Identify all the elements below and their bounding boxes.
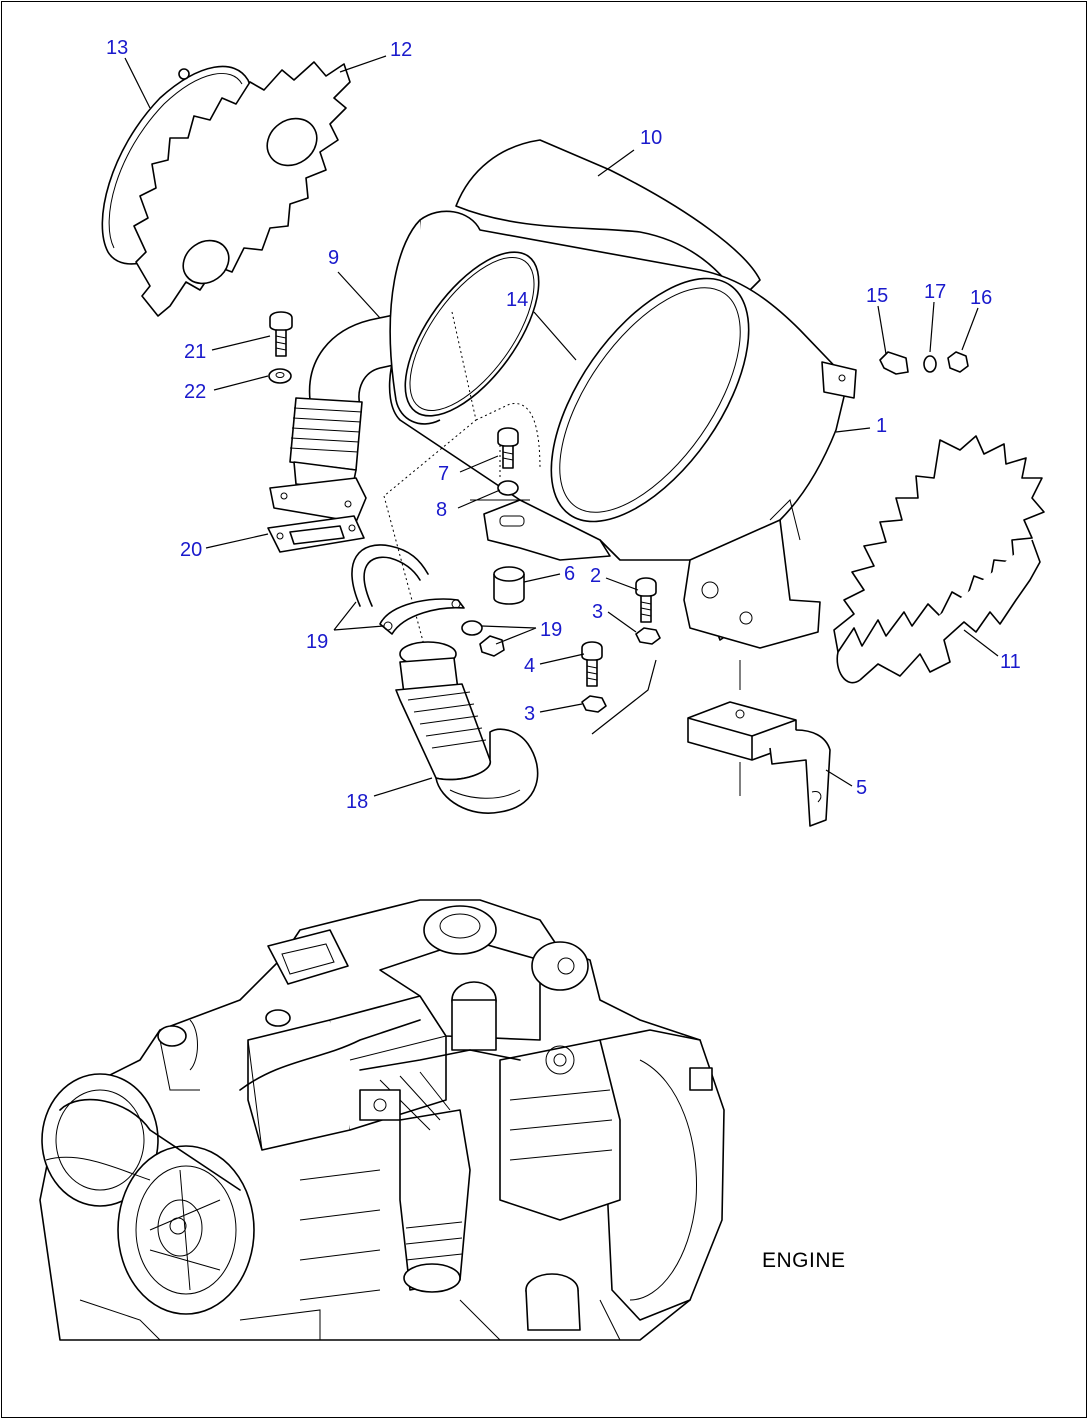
- label-part-6: 6: [564, 563, 575, 585]
- leader-9: [337, 271, 381, 319]
- assembly-dash-lines: [383, 311, 541, 661]
- leader-3b: [539, 703, 583, 713]
- leader-lines: [124, 55, 999, 797]
- label-part-19a: 19: [306, 631, 328, 653]
- leader-4: [539, 653, 585, 665]
- label-part-3a: 3: [592, 601, 603, 623]
- part-19-clamp: [379, 598, 465, 635]
- label-part-8: 8: [436, 499, 447, 521]
- label-part-16: 16: [970, 287, 992, 309]
- part-19-nuts: [461, 620, 505, 657]
- label-part-13: 13: [106, 37, 128, 59]
- part-4-bolt: [581, 641, 603, 687]
- part-22-washer: [268, 368, 292, 384]
- label-part-9: 9: [328, 247, 339, 269]
- leader-3a: [607, 611, 637, 633]
- label-part-1: 1: [876, 415, 887, 437]
- part-14-gasket: [404, 251, 540, 417]
- label-part-20: 20: [180, 539, 202, 561]
- leader-15: [877, 305, 887, 355]
- part-16-nut: [947, 351, 969, 373]
- part-19-u-bolt: [351, 544, 429, 607]
- leader-21: [211, 335, 271, 351]
- label-part-4: 4: [524, 655, 535, 677]
- leader-10: [597, 149, 635, 177]
- leader-2: [605, 577, 639, 591]
- part-8-washer: [497, 480, 519, 496]
- label-part-3b: 3: [524, 703, 535, 725]
- part-1-muffler-body: [388, 210, 857, 649]
- label-part-12: 12: [390, 39, 412, 61]
- label-part-21: 21: [184, 341, 206, 363]
- part-5-bracket: [687, 660, 831, 827]
- label-part-18: 18: [346, 791, 368, 813]
- part-7-bolt: [497, 427, 519, 469]
- label-part-19b: 19: [540, 619, 562, 641]
- leader-20: [205, 533, 269, 549]
- assembly-line-lower: [591, 659, 657, 735]
- leader-19a: [333, 601, 385, 631]
- label-part-15: 15: [866, 285, 888, 307]
- leader-16: [961, 307, 979, 351]
- part-3-nut-upper: [635, 627, 661, 645]
- part-21-bolt: [269, 311, 293, 357]
- leader-11: [963, 629, 999, 657]
- leader-7: [459, 455, 499, 473]
- engine-illustration: [39, 899, 725, 1341]
- leader-19b: [481, 625, 537, 645]
- leader-14: [533, 311, 577, 361]
- engine-caption: ENGINE: [762, 1249, 846, 1272]
- part-12-cover-plate: [133, 61, 351, 317]
- leader-5: [825, 769, 853, 787]
- label-part-2: 2: [590, 565, 601, 587]
- part-6-spacer: [493, 566, 525, 605]
- label-part-5: 5: [856, 777, 867, 799]
- label-part-11: 11: [1000, 651, 1021, 673]
- label-part-14: 14: [506, 289, 528, 311]
- leader-1: [835, 427, 871, 433]
- part-15-clip: [879, 351, 909, 375]
- label-part-17: 17: [924, 281, 946, 303]
- label-part-10: 10: [640, 127, 662, 149]
- part-2-bolt: [635, 577, 657, 623]
- leader-13: [124, 57, 151, 109]
- leader-18: [373, 777, 433, 797]
- part-11-insulation-plate: [833, 435, 1045, 684]
- leader-22: [213, 375, 269, 391]
- leader-17: [929, 301, 935, 353]
- part-3-nut-lower: [581, 695, 607, 713]
- part-labels: 1 2 3 3 4 5 6 7 8 9 10 11 12 13 14 15 16…: [106, 37, 1021, 813]
- part-20-gasket: [267, 515, 365, 553]
- part-18-exhaust-pipe: [395, 641, 539, 814]
- leader-8: [457, 489, 501, 509]
- label-part-7: 7: [438, 463, 449, 485]
- label-part-22: 22: [184, 381, 206, 403]
- leader-12: [339, 55, 387, 73]
- part-17-washer: [923, 355, 937, 373]
- leader-6: [523, 573, 561, 583]
